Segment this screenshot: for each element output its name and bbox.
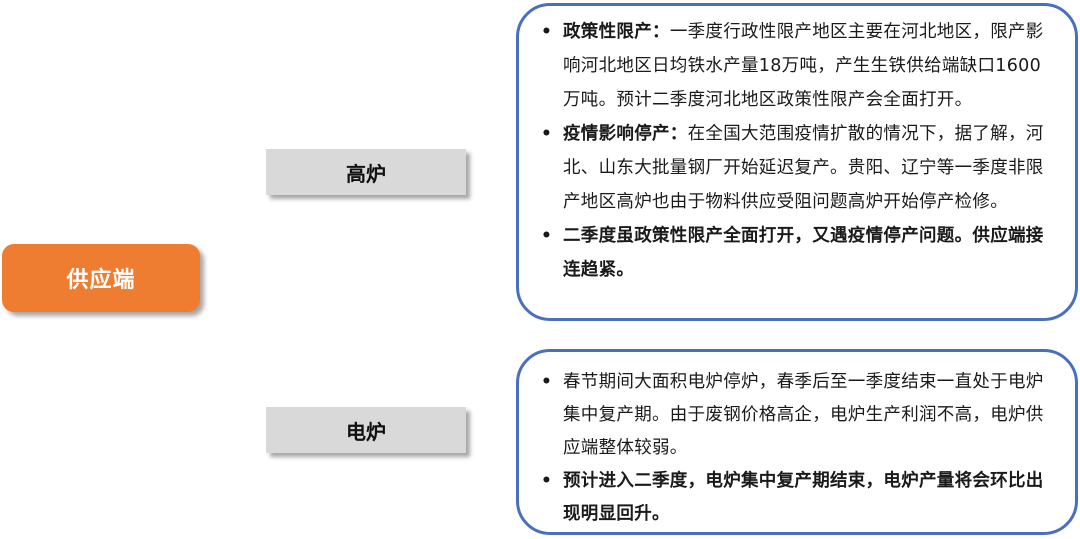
bullet-lead: 疫情影响停产： xyxy=(563,124,688,144)
bullet-item-policy-limit: 政策性限产：一季度行政性限产地区主要在河北地区，限产影响河北地区日均铁水产量18… xyxy=(537,15,1055,117)
bullet-item-q2-summary: 二季度虽政策性限产全面打开，又遇疫情停产问题。供应端接连趋紧。 xyxy=(537,219,1055,287)
bullet-text: 在全国大范围疫情扩散的情况下，据了解，河北、山东大批量钢厂开始延迟复产。贵阳、辽… xyxy=(563,124,1044,212)
branch-node-label: 高炉 xyxy=(346,161,386,186)
bullet-list: 春节期间大面积电炉停炉，春季后至一季度结束一直处于电炉集中复产期。由于废钢价格高… xyxy=(537,366,1055,531)
branch-node-blast-furnace: 高炉 xyxy=(266,149,466,195)
bullet-item-epidemic-stop: 疫情影响停产：在全国大范围疫情扩散的情况下，据了解，河北、山东大批量钢厂开始延迟… xyxy=(537,117,1055,219)
root-node-label: 供应端 xyxy=(66,268,136,293)
bullet-text: 一季度行政性限产地区主要在河北地区，限产影响河北地区日均铁水产量18万吨，产生生… xyxy=(563,22,1044,110)
bullet-lead: 政策性限产： xyxy=(563,22,670,42)
bullet-text: 二季度虽政策性限产全面打开，又遇疫情停产问题。供应端接连趋紧。 xyxy=(563,226,1044,280)
bullet-text: 春节期间大面积电炉停炉，春季后至一季度结束一直处于电炉集中复产期。由于废钢价格高… xyxy=(563,372,1044,458)
bullet-item-q2-forecast: 预计进入二季度，电炉集中复产期结束，电炉产量将会环比出现明显回升。 xyxy=(537,465,1055,531)
branch-node-electric-furnace: 电炉 xyxy=(266,407,466,453)
blast-furnace-notes-panel: 政策性限产：一季度行政性限产地区主要在河北地区，限产影响河北地区日均铁水产量18… xyxy=(516,3,1078,321)
bullet-text: 预计进入二季度，电炉集中复产期结束，电炉产量将会环比出现明显回升。 xyxy=(563,471,1044,524)
root-node-supply: 供应端 xyxy=(2,244,200,312)
branch-node-label: 电炉 xyxy=(346,419,386,444)
bullet-item-spring-festival: 春节期间大面积电炉停炉，春季后至一季度结束一直处于电炉集中复产期。由于废钢价格高… xyxy=(537,366,1055,465)
bullet-list: 政策性限产：一季度行政性限产地区主要在河北地区，限产影响河北地区日均铁水产量18… xyxy=(537,15,1055,287)
electric-furnace-notes-panel: 春节期间大面积电炉停炉，春季后至一季度结束一直处于电炉集中复产期。由于废钢价格高… xyxy=(516,349,1078,535)
